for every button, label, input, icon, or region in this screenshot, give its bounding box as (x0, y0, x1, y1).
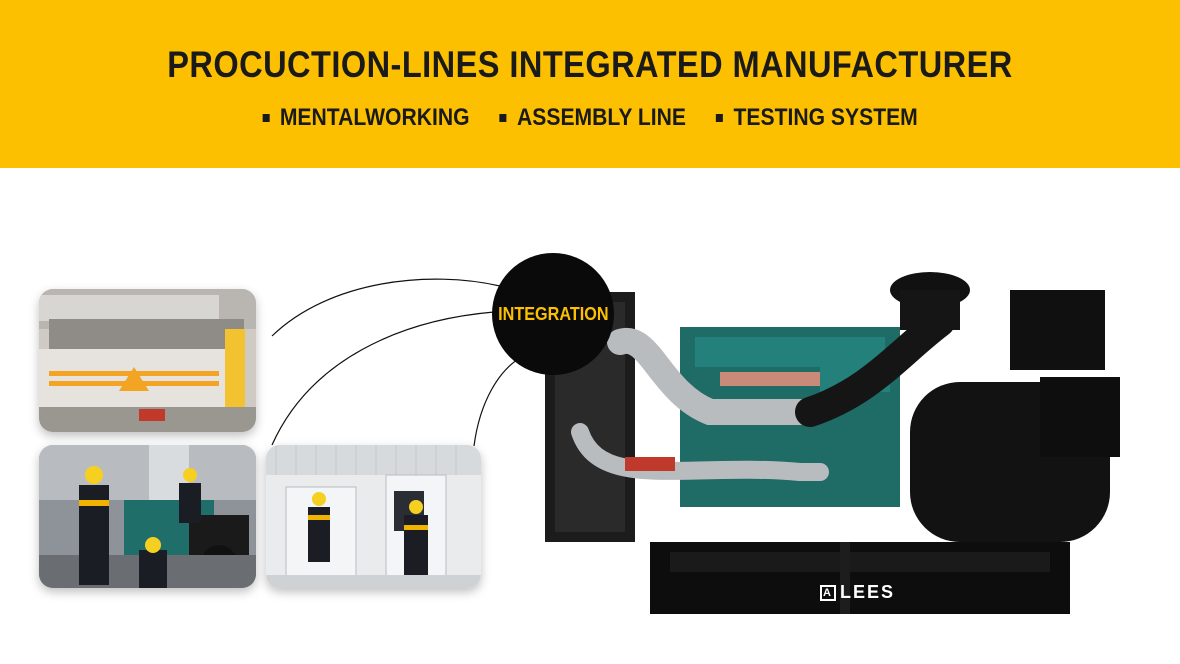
integration-label: INTEGRATION (497, 303, 609, 324)
metalworking-photo (39, 289, 256, 432)
bullet-square-icon (715, 114, 723, 122)
feature-item-assembly-line: ASSEMBLY LINE (499, 104, 686, 132)
bullet-square-icon (262, 114, 270, 122)
generator-set-image (545, 272, 1120, 614)
feature-item-metalworking: MENTALWORKING (262, 104, 469, 132)
feature-label: MENTALWORKING (279, 104, 470, 131)
page-title: PROCUCTION-LINES INTEGRATED MANUFACTURER (167, 44, 1013, 85)
feature-list: MENTALWORKING ASSEMBLY LINE TESTING SYST… (71, 104, 1109, 132)
feature-label: TESTING SYSTEM (733, 104, 918, 131)
bullet-square-icon (499, 114, 507, 122)
assembly-line-photo (39, 445, 256, 588)
brand-logo: A LEES (820, 582, 895, 603)
lees-logo-icon: A (820, 584, 836, 601)
testing-system-photo (266, 445, 481, 588)
feature-item-testing-system: TESTING SYSTEM (715, 104, 918, 132)
integration-hub: INTEGRATION (492, 253, 614, 375)
brand-name: LEES (840, 582, 896, 602)
header-banner (0, 0, 1180, 168)
feature-label: ASSEMBLY LINE (517, 104, 687, 131)
